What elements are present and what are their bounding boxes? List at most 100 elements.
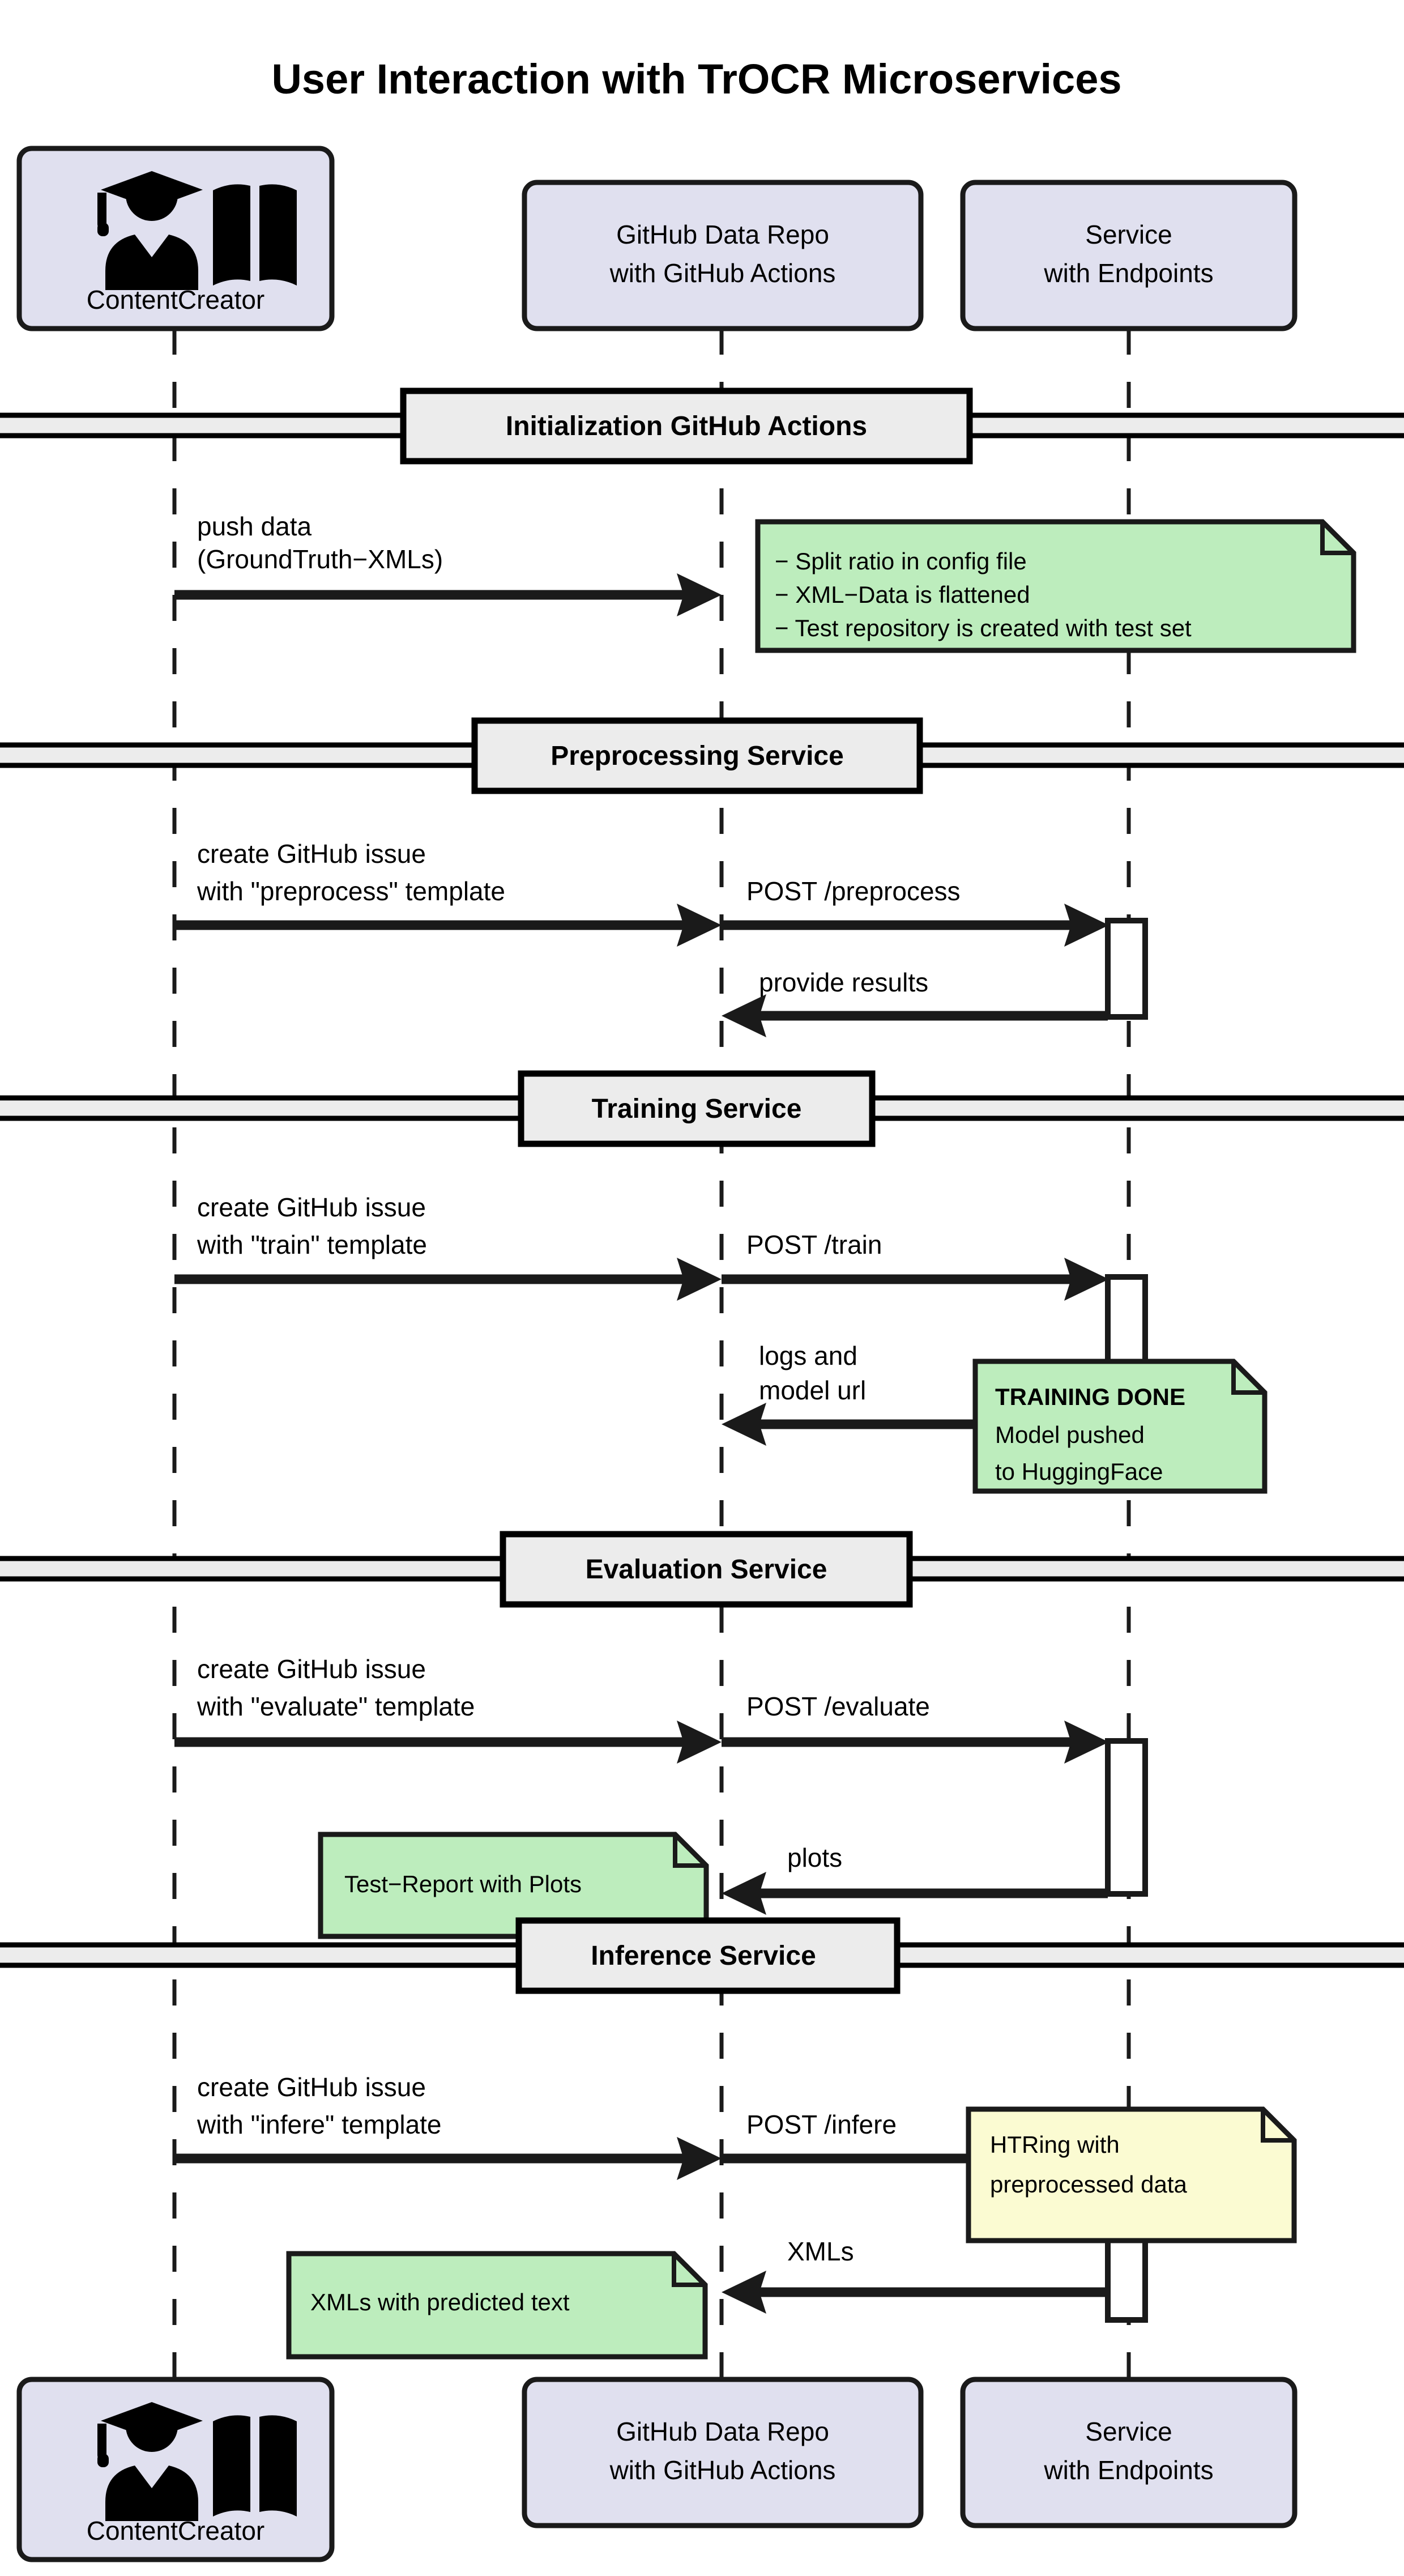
- message-label-line1: create GitHub issue: [197, 839, 426, 868]
- message-label: provide results: [759, 968, 928, 997]
- message-create-issue-train: create GitHub issue with "train" templat…: [174, 1193, 722, 1301]
- arrowhead-right: [677, 2137, 722, 2180]
- note-fold: [1261, 2109, 1294, 2143]
- participant-service-top[interactable]: Service with Endpoints: [960, 180, 1298, 331]
- participant-box: [522, 180, 924, 331]
- separator-label: Inference Service: [591, 1941, 816, 1971]
- activation-bar-service-preprocess: [1105, 918, 1148, 1020]
- note-line-2: preprocessed data: [990, 2171, 1188, 2198]
- participant-label-line2: with Endpoints: [1043, 258, 1213, 288]
- message-label-line1: create GitHub issue: [197, 1193, 426, 1222]
- separator-inference: Inference Service: [0, 1917, 1404, 1994]
- participant-box: [522, 2377, 924, 2528]
- message-label: POST /evaluate: [746, 1692, 930, 1721]
- note-body: [972, 1359, 1268, 1494]
- note-body: [318, 1832, 709, 1939]
- page-title: User Interaction with TrOCR Microservice…: [271, 56, 1121, 103]
- participant-contentcreator-top[interactable]: ContentCreator: [16, 146, 335, 331]
- note-line-1: HTRing with: [990, 2131, 1120, 2158]
- participant-label: ContentCreator: [87, 2516, 265, 2545]
- separator-evaluation: Evaluation Service: [0, 1531, 1404, 1608]
- arrowhead-right: [1064, 1258, 1109, 1301]
- activation-bar-service-evaluate: [1105, 1738, 1148, 1897]
- message-label-line2: model url: [759, 1376, 866, 1405]
- message-label: POST /train: [746, 1230, 882, 1259]
- message-create-issue-infere: create GitHub issue with "infere" templa…: [174, 2072, 722, 2180]
- note-fold: [672, 2254, 705, 2287]
- message-label-line1: create GitHub issue: [197, 1654, 426, 1684]
- message-plots: plots: [722, 1843, 1108, 1915]
- participant-service-bottom[interactable]: Service with Endpoints: [960, 2377, 1298, 2528]
- participant-label-line2: with GitHub Actions: [609, 2455, 836, 2485]
- participant-box: [960, 180, 1298, 331]
- arrowhead-left: [722, 994, 766, 1037]
- separator-label: Preprocessing Service: [550, 741, 844, 771]
- arrowhead-left: [722, 1872, 766, 1915]
- participant-label-line2: with GitHub Actions: [609, 258, 836, 288]
- participant-box: [960, 2377, 1298, 2528]
- message-label: POST /preprocess: [746, 876, 961, 906]
- message-logs-and-model-url: logs and model url: [722, 1341, 1108, 1446]
- separator-preprocessing: Preprocessing Service: [0, 717, 1404, 794]
- message-create-issue-evaluate: create GitHub issue with "evaluate" temp…: [174, 1654, 722, 1764]
- separator-label-box: [515, 1917, 901, 1994]
- arrowhead-right: [677, 904, 722, 947]
- message-label-line1: push data: [197, 512, 311, 541]
- message-label: XMLs: [787, 2237, 854, 2266]
- arrowhead-right: [677, 1721, 722, 1764]
- note-line-2: − XML−Data is flattened: [775, 581, 1030, 608]
- message-label-line1: create GitHub issue: [197, 2072, 426, 2102]
- message-post-evaluate: POST /evaluate: [722, 1692, 1109, 1764]
- message-label-line1: logs and: [759, 1341, 857, 1370]
- participant-label-line1: Service: [1085, 220, 1172, 249]
- message-label-line2: (GroundTruth−XMLs): [197, 544, 443, 574]
- note-init-note: − Split ratio in config file − XML−Data …: [755, 519, 1356, 653]
- note-body: [966, 2106, 1297, 2243]
- participant-github-data-repo-top[interactable]: GitHub Data Repo with GitHub Actions: [522, 180, 924, 331]
- note-fold: [1231, 1361, 1265, 1395]
- participant-label-line2: with Endpoints: [1043, 2455, 1213, 2485]
- note-fold: [673, 1834, 706, 1868]
- participant-label: ContentCreator: [87, 285, 265, 314]
- separator-label-box: [500, 1531, 913, 1608]
- graduate-book-icon: [97, 171, 297, 290]
- note-fold: [1320, 522, 1354, 555]
- message-xmls: XMLs: [722, 2237, 1108, 2314]
- participant-label-line1: Service: [1085, 2417, 1172, 2446]
- note-line-3: to HuggingFace: [995, 1458, 1163, 1485]
- message-label-line2: with "evaluate" template: [197, 1692, 475, 1721]
- participant-contentcreator-bottom[interactable]: ContentCreator: [16, 2377, 335, 2562]
- message-label-line2: with "preprocess" template: [197, 876, 505, 906]
- message-label: POST /infere: [746, 2110, 897, 2139]
- separator-label-box: [400, 388, 973, 465]
- message-post-preprocess: POST /preprocess: [722, 876, 1109, 947]
- separator-label: Training Service: [592, 1094, 802, 1124]
- message-label-line2: with "train" template: [197, 1230, 427, 1259]
- separator-label-box: [518, 1070, 876, 1147]
- note-body: [286, 2251, 708, 2360]
- separator-label: Evaluation Service: [586, 1555, 827, 1585]
- message-provide-results: provide results: [722, 968, 1108, 1037]
- participant-label-line1: GitHub Data Repo: [616, 220, 829, 249]
- arrowhead-left: [722, 1403, 766, 1446]
- message-create-issue-preprocess: create GitHub issue with "preprocess" te…: [174, 839, 722, 947]
- note-xmls-predicted-note: XMLs with predicted text: [286, 2251, 708, 2360]
- message-push-data: push data (GroundTruth−XMLs): [174, 512, 722, 616]
- note-body: [755, 519, 1356, 653]
- separator-label-box: [471, 717, 923, 794]
- note-htring-note: HTRing with preprocessed data: [966, 2106, 1297, 2243]
- participant-label-line1: GitHub Data Repo: [616, 2417, 829, 2446]
- separator-initialization: Initialization GitHub Actions: [0, 388, 1404, 465]
- message-label-line2: with "infere" template: [197, 2110, 442, 2139]
- graduate-book-icon: [97, 2402, 297, 2521]
- arrowhead-right: [1064, 904, 1109, 947]
- note-line-1: TRAINING DONE: [995, 1383, 1185, 1410]
- separator-label: Initialization GitHub Actions: [506, 411, 867, 441]
- note-training-done-note: TRAINING DONE Model pushed to HuggingFac…: [972, 1359, 1268, 1494]
- note-line-1: XMLs with predicted text: [310, 2289, 570, 2315]
- note-line-1: − Split ratio in config file: [775, 548, 1027, 574]
- participant-github-data-repo-bottom[interactable]: GitHub Data Repo with GitHub Actions: [522, 2377, 924, 2528]
- note-test-report-note: Test−Report with Plots: [318, 1832, 709, 1939]
